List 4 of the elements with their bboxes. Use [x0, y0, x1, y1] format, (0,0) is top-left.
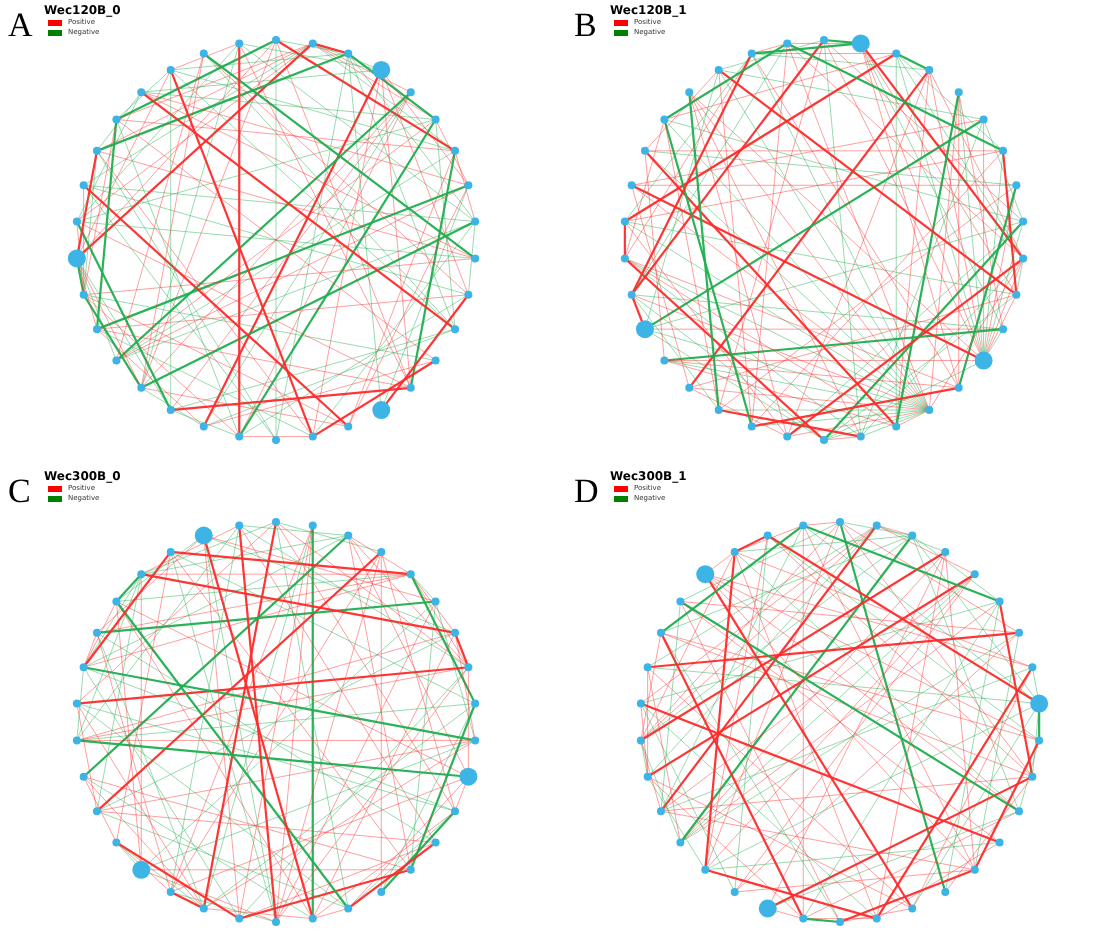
panel-letter: D — [574, 472, 599, 512]
panel-letter: B — [574, 6, 597, 46]
panel-letter: A — [8, 6, 33, 46]
panel-letter: C — [8, 472, 31, 512]
